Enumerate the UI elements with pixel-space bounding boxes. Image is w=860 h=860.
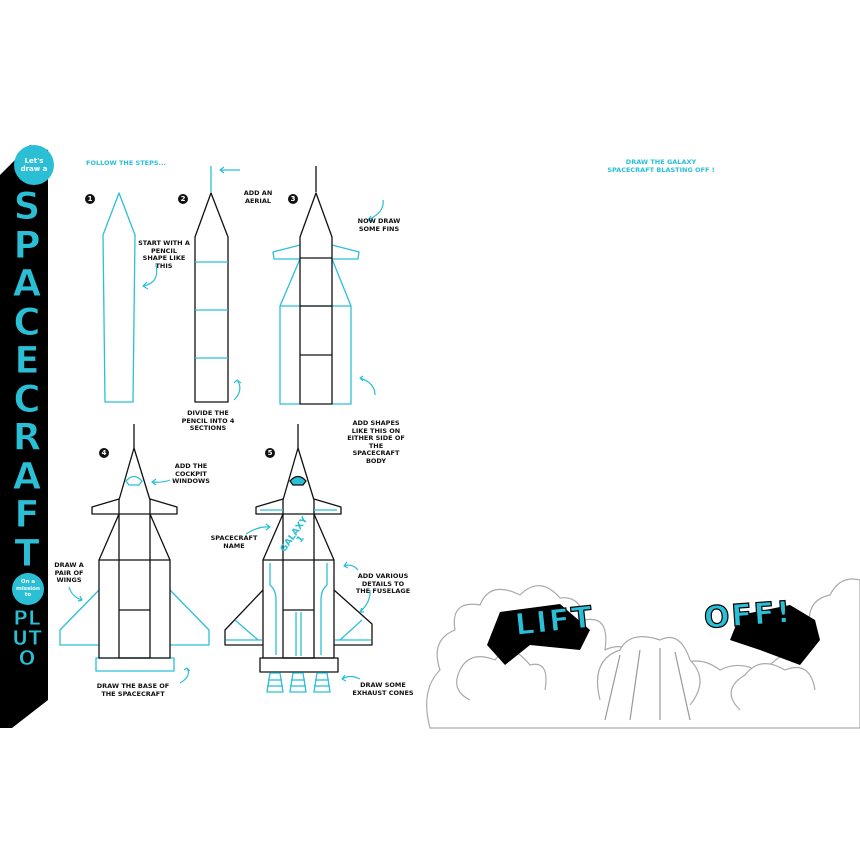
rocket-step-3 — [272, 166, 360, 405]
step-note: Divide the pencil into 4 sections — [181, 409, 235, 432]
title-spacecraft: SPACECRAFT — [12, 185, 42, 575]
step-number: 5 — [265, 448, 275, 458]
step-number: 2 — [178, 194, 188, 204]
rocket-step-4 — [59, 424, 210, 672]
step-note: Add shapes like this on either side of t… — [347, 419, 405, 465]
step-note: Add various details to the fuselage — [355, 572, 411, 595]
title-intro: Let's draw a — [20, 157, 48, 173]
title-connector: On a mission to — [16, 579, 40, 599]
off-burst — [730, 605, 820, 665]
step-number: 3 — [288, 194, 298, 204]
step-note: Add an aerial — [243, 189, 273, 205]
step-note: Start with a pencil shape like this — [138, 239, 190, 270]
rocket-step-2 — [194, 166, 229, 403]
arrows — [68, 166, 384, 684]
instructions-header: Follow the steps... — [86, 159, 166, 167]
step-number: 1 — [85, 194, 95, 204]
drawing-prompt: Draw the Galaxy spacecraft blasting off … — [607, 158, 715, 174]
lift-burst — [487, 604, 590, 665]
rocket-step-5 — [224, 424, 373, 693]
step-note: Spacecraft name — [210, 534, 258, 550]
step-number: 4 — [99, 448, 109, 458]
rocket-step-1 — [102, 192, 136, 403]
step-note: Draw the base of the spacecraft — [96, 682, 170, 698]
step-note: Add the cockpit windows — [172, 462, 210, 485]
step-note: Now draw some fins — [357, 217, 401, 233]
exhaust-cones — [266, 672, 331, 693]
title-pluto: PLUTO — [12, 606, 43, 670]
step-note: Draw some exhaust cones — [352, 681, 414, 697]
mission-badge: On a mission to — [12, 573, 44, 605]
lets-draw-badge: Let's draw a — [14, 145, 54, 185]
step-note: Draw a pair of wings — [54, 561, 84, 584]
off-text: OFF! — [702, 594, 794, 637]
